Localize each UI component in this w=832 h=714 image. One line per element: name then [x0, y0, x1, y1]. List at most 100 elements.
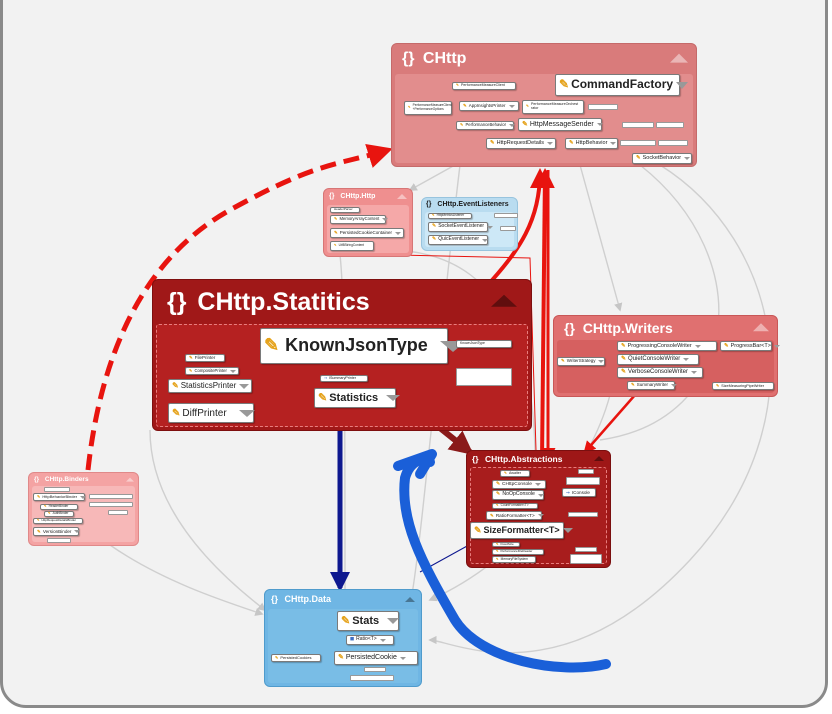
node-fixed-size[interactable]: ✎FixedSize [492, 542, 520, 547]
chevron-down-icon[interactable] [684, 157, 691, 160]
node-memory-file-system[interactable]: ✎MemoryFileSystem [492, 556, 536, 563]
data-small-node[interactable] [364, 667, 386, 672]
node-app-insights-printer[interactable]: ✎AppInsightsPrinter [459, 101, 519, 111]
node-version-binder[interactable]: ✎VersionBinder [33, 527, 81, 536]
collapse-icon[interactable] [491, 294, 517, 307]
node-utf8-string-content[interactable]: ✎Utf8StringContent [330, 241, 374, 251]
chevron-down-icon[interactable] [487, 225, 494, 229]
chevron-down-icon[interactable] [537, 493, 544, 497]
abstractions-small-node[interactable] [568, 512, 598, 517]
node-noop-console[interactable]: ✎NoOpConsole [492, 490, 544, 500]
chevron-down-icon[interactable] [596, 123, 603, 126]
chevron-down-icon[interactable] [439, 340, 466, 352]
chevron-down-icon[interactable] [694, 344, 701, 348]
node-quic-event-listener[interactable]: ✎QuicEventListener [428, 235, 489, 245]
node-isummary-printer[interactable]: ⇾ISummaryPrinter [320, 375, 368, 382]
node-diff-printer[interactable]: ✎DiffPrinter [168, 403, 255, 423]
node-iconsole[interactable]: ⇾IConsole [562, 488, 596, 497]
chevron-down-icon[interactable] [534, 483, 541, 486]
chevron-down-icon[interactable] [537, 514, 544, 517]
node-performance-measure-client[interactable]: ✎PerformanceMeasureClient [452, 82, 516, 90]
binders-small-node[interactable] [89, 494, 133, 499]
statitics-small-node[interactable] [456, 368, 512, 386]
chevron-down-icon[interactable] [238, 409, 255, 417]
chevron-down-icon[interactable] [399, 656, 406, 660]
node-chttp-console[interactable]: ✎CHttpConsole [492, 480, 546, 489]
node-file-printer[interactable]: ✎FilePrinter [185, 354, 225, 362]
node-writer-strategy[interactable]: ✎WriterStrategy [557, 357, 605, 366]
namespace-chttp-data[interactable]: {} CHttp.Data [264, 589, 422, 687]
chevron-down-icon[interactable] [482, 238, 489, 242]
node-quiet-console-writer[interactable]: ✎QuietConsoleWriter [617, 354, 699, 365]
node-http-behavior-binder[interactable]: ✎HttpBehaviorBinder [33, 493, 87, 501]
eventlisteners-small-node[interactable] [500, 226, 516, 231]
chevron-down-icon[interactable] [382, 218, 389, 221]
binders-small-node[interactable] [44, 487, 70, 492]
node-persisted-cookies[interactable]: ✎PersistedCookies [271, 654, 321, 662]
node-performance-behavior[interactable]: ✎PerformanceBehavior [456, 121, 516, 130]
node-http-request-details-binder[interactable]: ✎HttpRequestDetailsBinder [33, 518, 83, 524]
chevron-down-icon[interactable] [598, 360, 605, 363]
node-auth-binder[interactable]: ✎AuthBinder [44, 511, 74, 517]
chttp-small-node[interactable] [656, 122, 684, 128]
node-http-metrics-listener[interactable]: ✎HttpMetricsListener [428, 213, 472, 219]
collapse-icon[interactable] [126, 477, 134, 482]
collapse-icon[interactable] [753, 323, 769, 332]
abstractions-small-node[interactable] [578, 469, 594, 474]
abstractions-small-node[interactable] [570, 554, 602, 564]
node-summary-writer[interactable]: ✎SummaryWriter [627, 381, 677, 390]
node-socket-behavior[interactable]: ✎SocketBehavior [632, 153, 692, 164]
binders-small-node[interactable] [47, 538, 71, 543]
chevron-down-icon[interactable] [229, 369, 236, 373]
chevron-down-icon[interactable] [683, 358, 690, 361]
chevron-down-icon[interactable] [508, 104, 515, 108]
node-http-request-details[interactable]: ✎HttpRequestDetails [486, 138, 556, 149]
chevron-down-icon[interactable] [80, 495, 87, 499]
node-ratio-formatter[interactable]: ✎RatioFormatter<T> [486, 511, 544, 520]
abstractions-small-node[interactable] [566, 477, 600, 485]
node-progress-bar[interactable]: ✎ProgressBar<T> [720, 341, 780, 351]
node-performance-file-reader[interactable]: ✎PerformanceFileReader [492, 549, 544, 555]
chevron-down-icon[interactable] [690, 371, 697, 374]
node-progressing-console-writer[interactable]: ✎ProgressingConsoleWriter [617, 341, 717, 351]
chevron-down-icon[interactable] [562, 528, 573, 533]
node-memory-array-content[interactable]: ✎MemoryArrayContent [330, 215, 389, 224]
node-known-json-type[interactable]: ✎ KnownJsonType [260, 328, 466, 364]
node-awaiter[interactable]: ✎Awaiter [500, 470, 530, 477]
chttp-small-node[interactable] [588, 104, 618, 110]
node-statistics[interactable]: ✎Statistics [314, 388, 401, 408]
node-header-binder[interactable]: ✎HeaderBinder [40, 504, 78, 510]
abstractions-small-node[interactable] [575, 547, 597, 552]
node-count-formatter[interactable]: ✎CountFormatter<T> [492, 503, 538, 509]
chttp-small-node[interactable] [620, 140, 656, 146]
chevron-down-icon[interactable] [676, 81, 689, 89]
collapse-icon[interactable] [670, 53, 688, 63]
node-verbose-console-writer[interactable]: ✎VerboseConsoleWriter [617, 367, 703, 378]
chevron-down-icon[interactable] [387, 618, 400, 624]
node-http-behavior[interactable]: ✎HttpBehavior [565, 138, 618, 149]
node-socket-event-listener[interactable]: ✎SocketEventListener [428, 222, 494, 232]
node-size-measuring-pipe-writer[interactable]: ✎SizeMeasuringPipeWriter [712, 382, 774, 390]
collapse-icon[interactable] [397, 194, 407, 199]
node-composite-printer[interactable]: ✎CompositePrinter [185, 367, 239, 375]
node-stats[interactable]: ✎Stats [337, 611, 400, 631]
chevron-down-icon[interactable] [379, 638, 386, 642]
chevron-down-icon[interactable] [670, 384, 677, 387]
eventlisteners-small-node[interactable] [494, 213, 518, 218]
chttp-small-node[interactable] [622, 122, 654, 128]
chevron-down-icon[interactable] [395, 231, 402, 235]
node-known-json-type-ref[interactable]: KnownJsonType [456, 340, 512, 348]
chevron-down-icon[interactable] [509, 124, 516, 127]
binders-small-node[interactable] [108, 510, 128, 515]
collapse-icon[interactable] [594, 456, 604, 461]
chttp-small-node[interactable] [658, 140, 688, 146]
node-header-parser[interactable]: HeaderParser [330, 207, 360, 213]
node-performance-measure-client-options[interactable]: ✎PerformanceMeasureClient +PerformanceOp… [404, 101, 452, 115]
chevron-down-icon[interactable] [547, 142, 553, 145]
chevron-down-icon[interactable] [74, 530, 81, 533]
node-command-factory[interactable]: ✎ CommandFactory [555, 74, 689, 96]
collapse-icon[interactable] [405, 596, 415, 602]
node-performance-measure-orchestrator[interactable]: ✎PerformanceMeasureOrchest rator [522, 100, 584, 114]
binders-small-node[interactable] [89, 502, 133, 507]
node-statistics-printer[interactable]: ✎StatisticsPrinter [168, 379, 252, 393]
